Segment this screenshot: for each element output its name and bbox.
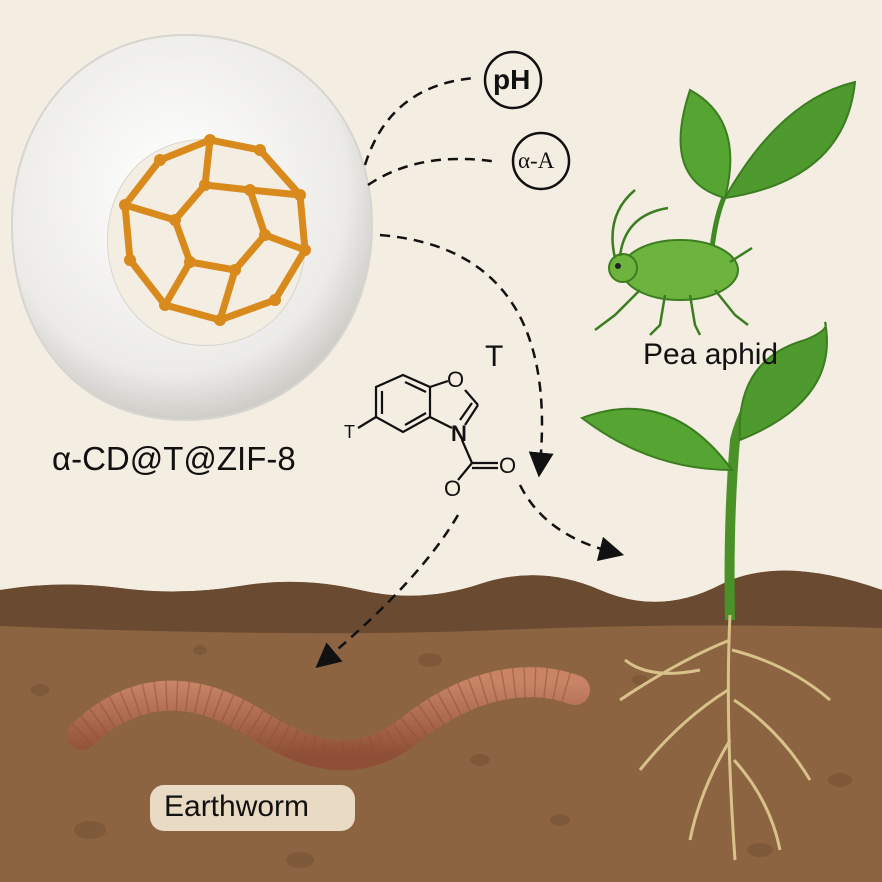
- seedling: [579, 321, 831, 861]
- pea-aphid: [594, 189, 753, 336]
- soil: [0, 570, 882, 882]
- atom-n: N: [451, 421, 467, 446]
- substituent-t-label: T: [344, 422, 355, 442]
- ph-label: pH: [493, 64, 531, 95]
- nanoparticle-label: α-CD@T@ZIF-8: [52, 440, 296, 477]
- ph-stimulus-circle: [483, 50, 543, 110]
- compound-t-label: T: [485, 340, 504, 373]
- pea-aphid-label: Pea aphid: [643, 338, 779, 371]
- chemical-structure: [357, 373, 498, 481]
- atom-o-ring: O: [447, 367, 465, 392]
- atom-o-carbonyl: O: [444, 476, 462, 501]
- roots: [619, 614, 831, 861]
- atom-o-ester: O: [499, 453, 517, 478]
- release-arrows: [315, 76, 625, 669]
- earthworm-label: Earthworm: [164, 790, 310, 823]
- upper-plant: [679, 80, 857, 249]
- earthworm: [67, 667, 590, 771]
- alpha-amylase-stimulus-circle: [511, 131, 571, 191]
- cyclodextrin-torus: [10, 33, 374, 422]
- zif8-framework: [119, 134, 311, 326]
- alpha-amylase-label: α-A: [518, 148, 555, 173]
- earthworm-label-bg: [150, 785, 355, 831]
